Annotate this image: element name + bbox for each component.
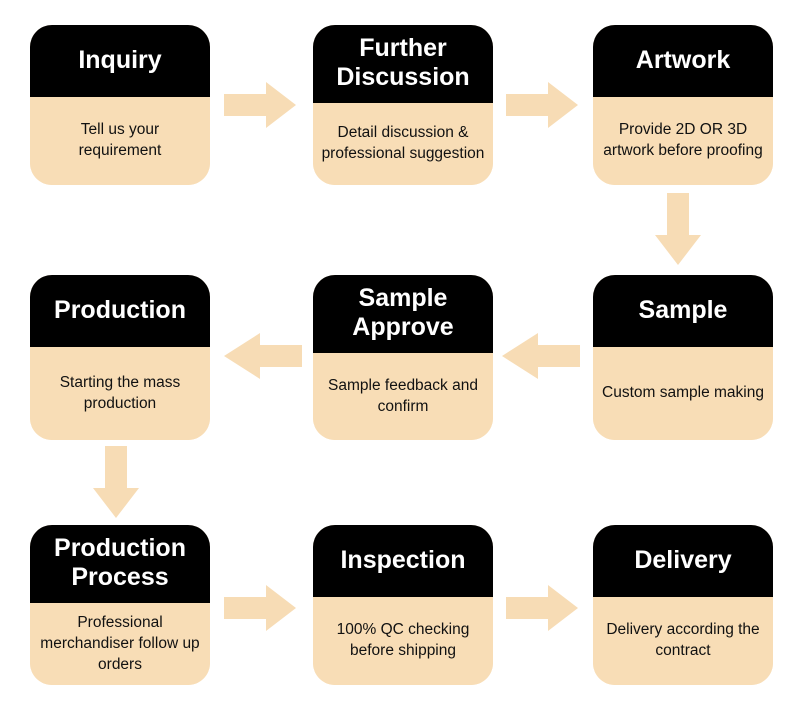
- flow-node-title: Further Discussion: [313, 25, 493, 103]
- flow-node-description: 100% QC checking before shipping: [313, 597, 493, 685]
- flow-node-title: Delivery: [593, 525, 773, 597]
- arrow-down-icon: [655, 193, 701, 265]
- flow-node-description: Custom sample making: [593, 347, 773, 440]
- arrow-left-icon: [502, 333, 580, 379]
- flow-node-title: Sample Approve: [313, 275, 493, 353]
- flow-node-description: Professional merchandiser follow up orde…: [30, 603, 210, 685]
- arrow-left-icon: [224, 333, 302, 379]
- arrow-down-icon: [93, 446, 139, 518]
- flow-node-artwork[interactable]: Artwork Provide 2D OR 3D artwork before …: [593, 25, 773, 185]
- arrow-right-icon: [506, 585, 578, 631]
- flow-node-sample-approve[interactable]: Sample Approve Sample feedback and confi…: [313, 275, 493, 440]
- flow-node-description: Provide 2D OR 3D artwork before proofing: [593, 97, 773, 185]
- flow-node-title: Inspection: [313, 525, 493, 597]
- flow-node-inquiry[interactable]: Inquiry Tell us your requirement: [30, 25, 210, 185]
- flow-node-title: Production Process: [30, 525, 210, 603]
- flow-node-description: Delivery according the contract: [593, 597, 773, 685]
- flow-node-inspection[interactable]: Inspection 100% QC checking before shipp…: [313, 525, 493, 685]
- flow-node-sample[interactable]: Sample Custom sample making: [593, 275, 773, 440]
- flow-node-description: Detail discussion & professional suggest…: [313, 103, 493, 185]
- flow-node-title: Artwork: [593, 25, 773, 97]
- flow-node-description: Sample feedback and confirm: [313, 353, 493, 440]
- flow-node-description: Tell us your requirement: [30, 97, 210, 185]
- flow-node-title: Sample: [593, 275, 773, 347]
- arrow-right-icon: [506, 82, 578, 128]
- flow-node-title: Production: [30, 275, 210, 347]
- flow-node-production-process[interactable]: Production Process Professional merchand…: [30, 525, 210, 685]
- flow-node-description: Starting the mass production: [30, 347, 210, 440]
- flow-node-production[interactable]: Production Starting the mass production: [30, 275, 210, 440]
- flow-node-delivery[interactable]: Delivery Delivery according the contract: [593, 525, 773, 685]
- arrow-right-icon: [224, 585, 296, 631]
- flow-node-title: Inquiry: [30, 25, 210, 97]
- arrow-right-icon: [224, 82, 296, 128]
- flow-node-further-discussion[interactable]: Further Discussion Detail discussion & p…: [313, 25, 493, 185]
